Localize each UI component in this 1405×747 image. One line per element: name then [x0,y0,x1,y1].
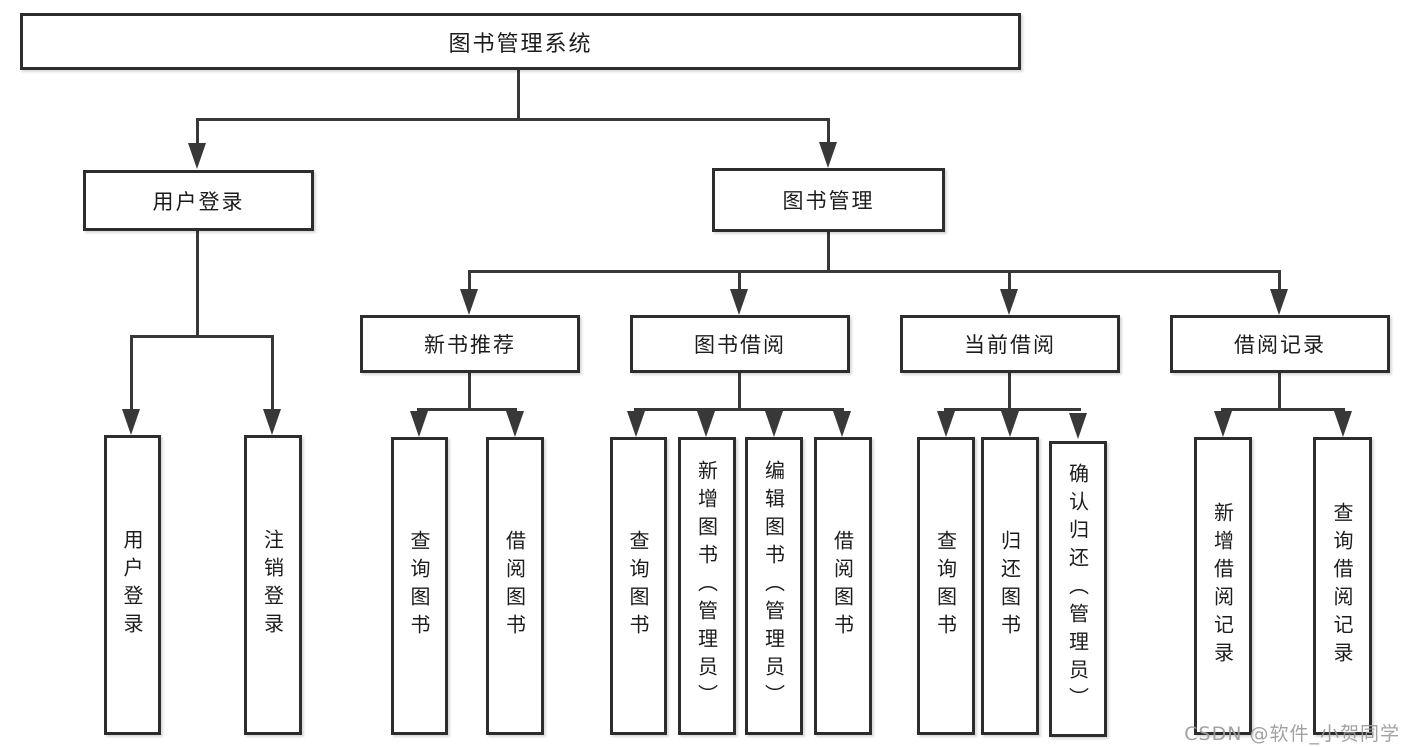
arrowhead-leaf-cb-return [1001,411,1019,437]
connector-login-drop-right [271,335,274,410]
node-book-mgmt-label: 图书管理 [782,189,875,213]
leaf-bb-add-label: 新增图书（管理员） [694,460,719,712]
arrowhead-leaf-bb-query [627,411,645,437]
leaf-br-add-label: 新增借阅记录 [1210,502,1235,670]
connector-records-stem [1278,373,1281,408]
connector-current-stem [1008,373,1011,408]
node-book-mgmt: 图书管理 [712,168,945,232]
arrowhead-leaf-bb-add [697,411,715,437]
connector-current-distributor [944,408,1081,411]
arrowhead-leaf-bb-borrow [833,411,851,437]
leaf-nb-borrow: 借阅图书 [486,437,544,735]
leaf-login-logout-label: 注销登录 [260,529,285,641]
arrowhead-leaf-nb-query [410,411,428,437]
leaf-nb-query-label: 查询图书 [407,530,431,642]
connector-mgmt-stem [827,232,830,270]
node-root-label: 图书管理系统 [448,31,593,57]
node-borrowing: 图书借阅 [630,315,850,373]
node-new-books-label: 新书推荐 [424,333,516,357]
arrowhead-borrowing [730,289,748,315]
leaf-cb-return: 归还图书 [981,437,1039,735]
node-user-login-label: 用户登录 [152,189,245,214]
leaf-login-logout: 注销登录 [244,435,302,735]
node-current-borrow: 当前借阅 [900,315,1120,373]
arrowhead-current [1000,289,1018,315]
connector-borrowing-distributor [634,408,844,411]
connector-records-distributor [1221,408,1345,411]
arrowhead-leaf-br-add [1214,411,1232,437]
arrowhead-leaf-login-logout [263,409,281,435]
leaf-bb-query: 查询图书 [610,437,667,735]
leaf-bb-edit: 编辑图书（管理员） [745,437,803,735]
leaf-br-query: 查询借阅记录 [1313,437,1372,735]
leaf-nb-query: 查询图书 [391,437,448,735]
leaf-bb-borrow-label: 借阅图书 [830,530,855,642]
arrowhead-records [1270,289,1288,315]
connector-drop-user-login [196,118,199,144]
leaf-cb-confirm-label: 确认归还（管理员） [1065,463,1090,715]
connector-drop-new-books [468,270,471,290]
arrowhead-user-login [188,143,206,169]
connector-login-drop-left [130,335,133,410]
arrowhead-leaf-cb-query [937,411,955,437]
leaf-cb-query-label: 查询图书 [933,530,958,642]
leaf-bb-borrow: 借阅图书 [814,437,872,735]
connector-level3-distributor [468,270,1281,273]
leaf-br-add: 新增借阅记录 [1194,437,1252,735]
node-borrow-records: 借阅记录 [1170,315,1390,373]
node-new-books: 新书推荐 [360,315,580,373]
connector-root-stem [517,70,520,118]
arrowhead-leaf-br-query [1334,411,1352,437]
arrowhead-book-mgmt [819,142,837,168]
leaf-cb-query: 查询图书 [917,437,975,735]
leaf-br-query-label: 查询借阅记录 [1330,502,1354,670]
leaf-bb-query-label: 查询图书 [626,530,650,642]
node-user-login: 用户登录 [83,170,314,231]
node-root-system: 图书管理系统 [20,13,1021,70]
leaf-cb-return-label: 归还图书 [997,530,1022,642]
connector-login-distributor [130,335,274,338]
leaf-login-user: 用户登录 [104,435,161,735]
connector-new-books-distributor [417,408,517,411]
node-borrow-records-label: 借阅记录 [1234,333,1326,357]
connector-new-books-stem [468,373,471,408]
arrowhead-leaf-login-user [122,409,140,435]
arrowhead-leaf-nb-borrow [506,411,524,437]
connector-drop-current [1008,270,1011,290]
leaf-nb-borrow-label: 借阅图书 [502,530,527,642]
leaf-cb-confirm: 确认归还（管理员） [1049,441,1107,737]
leaf-login-user-label: 用户登录 [120,529,144,641]
connector-drop-borrowing [738,270,741,290]
connector-drop-book-mgmt [827,118,830,144]
leaf-bb-add: 新增图书（管理员） [678,437,736,735]
arrowhead-new-books [460,289,478,315]
arrowhead-leaf-bb-edit [765,411,783,437]
connector-login-stem [196,231,199,335]
leaf-bb-edit-label: 编辑图书（管理员） [761,460,786,712]
arrowhead-leaf-cb-confirm [1069,413,1087,439]
connector-borrowing-stem [738,373,741,408]
connector-top-distributor [196,118,830,121]
node-current-borrow-label: 当前借阅 [964,333,1056,357]
node-borrowing-label: 图书借阅 [694,333,786,357]
connector-drop-records [1278,270,1281,290]
csdn-watermark: CSDN @软件_小贺同学 [1184,723,1400,745]
